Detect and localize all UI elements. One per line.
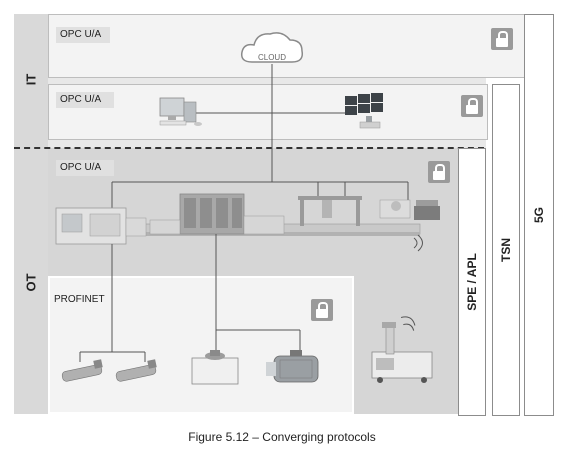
production-line-icon [55, 193, 440, 245]
proximity-sensor-icon [61, 359, 103, 382]
motor-icon [266, 350, 319, 383]
figure-caption: Figure 5.12 – Converging protocols [188, 430, 376, 444]
wireless-signal-icon [413, 234, 423, 252]
workstation-icon [159, 97, 202, 126]
it-ot-divider [14, 147, 484, 149]
monitor-wall-icon [345, 93, 383, 129]
lock-icon [311, 299, 333, 321]
lock-icon [491, 28, 513, 50]
proximity-sensor-icon [115, 359, 157, 382]
profinet-panel [48, 276, 354, 414]
profinet-label: PROFINET [54, 294, 105, 305]
it-layer-label: OPC U/A [56, 92, 114, 108]
ot-layer-label: OPC U/A [56, 160, 114, 176]
tsn-column [492, 84, 520, 416]
lock-icon [461, 95, 483, 117]
cloud-icon [240, 32, 304, 63]
zone-column [14, 14, 48, 414]
spe-apl-column [458, 148, 486, 416]
emergency-stop-icon [191, 350, 239, 385]
it-layer-panel [48, 84, 488, 140]
wireless-signal-icon [400, 316, 416, 331]
cloud-label: CLOUD [258, 53, 286, 62]
lock-icon [428, 161, 450, 183]
mobile-robot-icon [371, 322, 433, 383]
5g-column [524, 14, 554, 416]
cloud-layer-label: OPC U/A [56, 27, 110, 43]
